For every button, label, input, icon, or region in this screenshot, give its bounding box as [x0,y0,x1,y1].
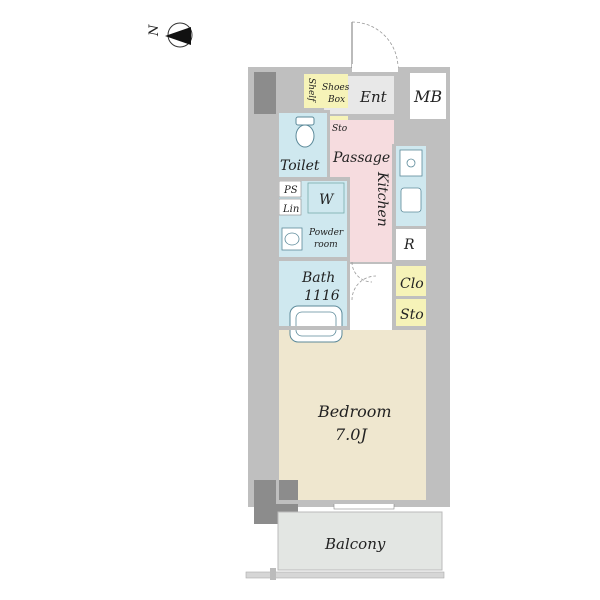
shelf-area [304,74,320,108]
entrance-opening [352,64,398,72]
powder-room-label-line2: room [314,240,338,250]
bath-label-line1: Bath [301,270,335,286]
interior-walls [276,110,430,504]
bedroom-floor [279,330,428,502]
closet-area [396,266,426,296]
stove-icon [399,149,423,177]
pipe-space-label: PS [283,185,298,196]
balcony-drain [270,568,276,580]
storage-closet-label: Sto [400,307,424,323]
entrance-label: Ent [359,88,388,106]
bath-door-swing [351,261,373,283]
bath-label-line2: 1116 [304,288,340,304]
shelf-label: Shelf [306,78,316,103]
hall-to-bedroom [350,264,394,330]
meter-box-inner [410,73,446,119]
shoes-box-label-line1: Shoes [322,83,350,93]
entrance-door [351,21,399,69]
storage-closet-area [396,298,426,326]
linen-label: Lin [282,204,299,215]
shoes-box-label-line2: Box [327,95,345,105]
powder-room-label-line1: Powder [308,228,344,238]
meter-box-label: MB [413,87,442,106]
bedroom-label-line1: Bedroom [317,402,392,421]
balcony-railing [245,571,445,579]
compass-needle-icon [165,27,191,45]
balcony-floor [277,511,443,571]
closet-label: Clo [400,276,424,292]
balcony-label: Balcony [324,535,386,553]
toilet-label: Toilet [280,158,320,174]
refrigerator-space [396,228,426,260]
sink-icon [400,187,422,213]
bedroom-label-line2: 7.0J [335,425,368,444]
washer-label: W [319,192,335,208]
washer-space [307,182,345,214]
passage-label: Passage [332,150,390,166]
bathtub-icon [289,305,343,343]
kitchen-label: Kitchen [374,171,390,227]
toilet-fixture [295,116,315,148]
washbasin-icon [281,227,303,251]
storage-entry-label: Sto [332,124,348,134]
refrigerator-label: R [403,237,415,253]
shoes-box-area [320,74,348,108]
compass-north-label: N [147,24,162,37]
compass: N [147,22,193,48]
pillar-top-left [254,72,276,114]
